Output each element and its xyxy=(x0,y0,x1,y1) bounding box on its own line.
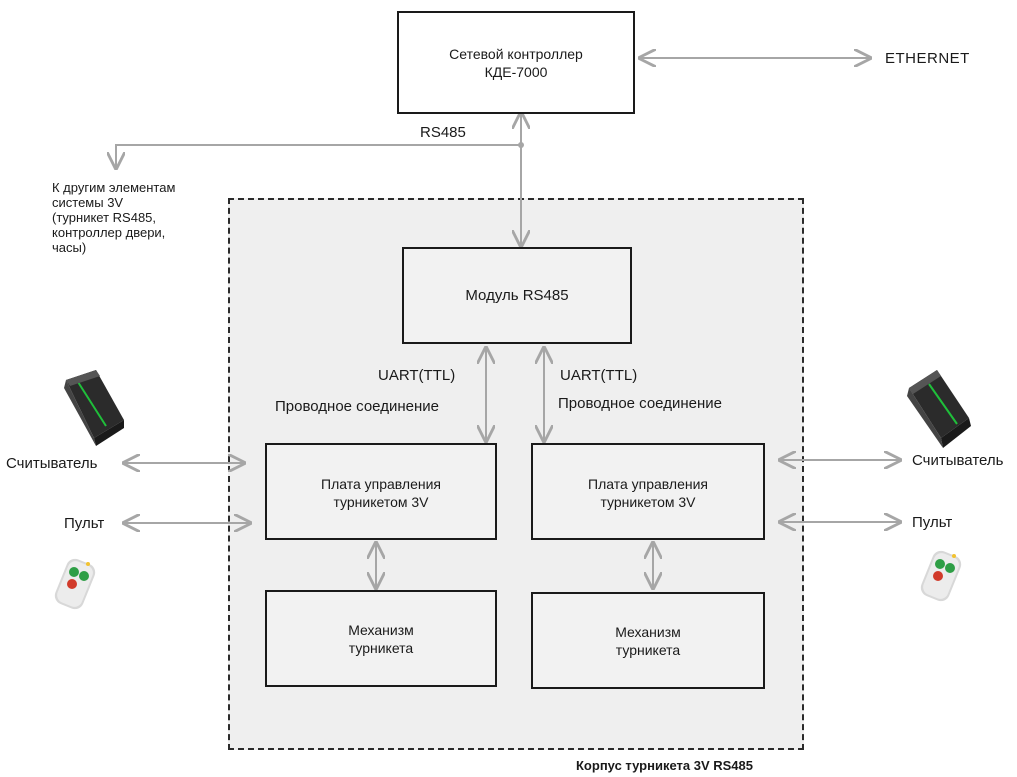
uart-left-label: UART(TTL) xyxy=(378,367,456,384)
control-board-right-box: Плата управления турникетом 3V xyxy=(531,443,765,540)
remote-right-label: Пульт xyxy=(912,514,953,531)
ethernet-label: ETHERNET xyxy=(885,50,970,67)
reader-right-label: Считыватель xyxy=(912,452,1004,469)
reader-left-label: Считыватель xyxy=(6,455,98,472)
controller-line2: КДЕ-7000 xyxy=(484,63,548,80)
uart-right-label: UART(TTL) xyxy=(560,367,638,384)
rs485-label: RS485 xyxy=(420,124,466,141)
rs485-branch-arrow xyxy=(116,144,521,168)
wired-right-label: Проводное соединение xyxy=(558,395,722,412)
remote-control-right-icon xyxy=(920,550,962,602)
module-label: Модуль RS485 xyxy=(465,286,569,304)
wired-left-label: Проводное соединение xyxy=(275,398,439,415)
mechanism-right-box: Механизм турникета xyxy=(531,592,765,689)
controller-line1: Сетевой контроллер xyxy=(449,45,583,62)
remote-control-left-icon xyxy=(54,558,96,610)
card-reader-right-icon xyxy=(907,370,971,448)
card-reader-left-icon xyxy=(64,370,124,446)
rs485-module-box: Модуль RS485 xyxy=(402,247,632,344)
control-board-left-box: Плата управления турникетом 3V xyxy=(265,443,497,540)
other-elements-note: К другим элементам системы 3V (турникет … xyxy=(52,180,176,255)
remote-left-label: Пульт xyxy=(64,515,105,532)
mechanism-left-box: Механизм турникета xyxy=(265,590,497,687)
enclosure-caption: Корпус турникета 3V RS485 xyxy=(576,758,753,773)
network-controller-box: Сетевой контроллер КДЕ-7000 xyxy=(397,11,635,114)
